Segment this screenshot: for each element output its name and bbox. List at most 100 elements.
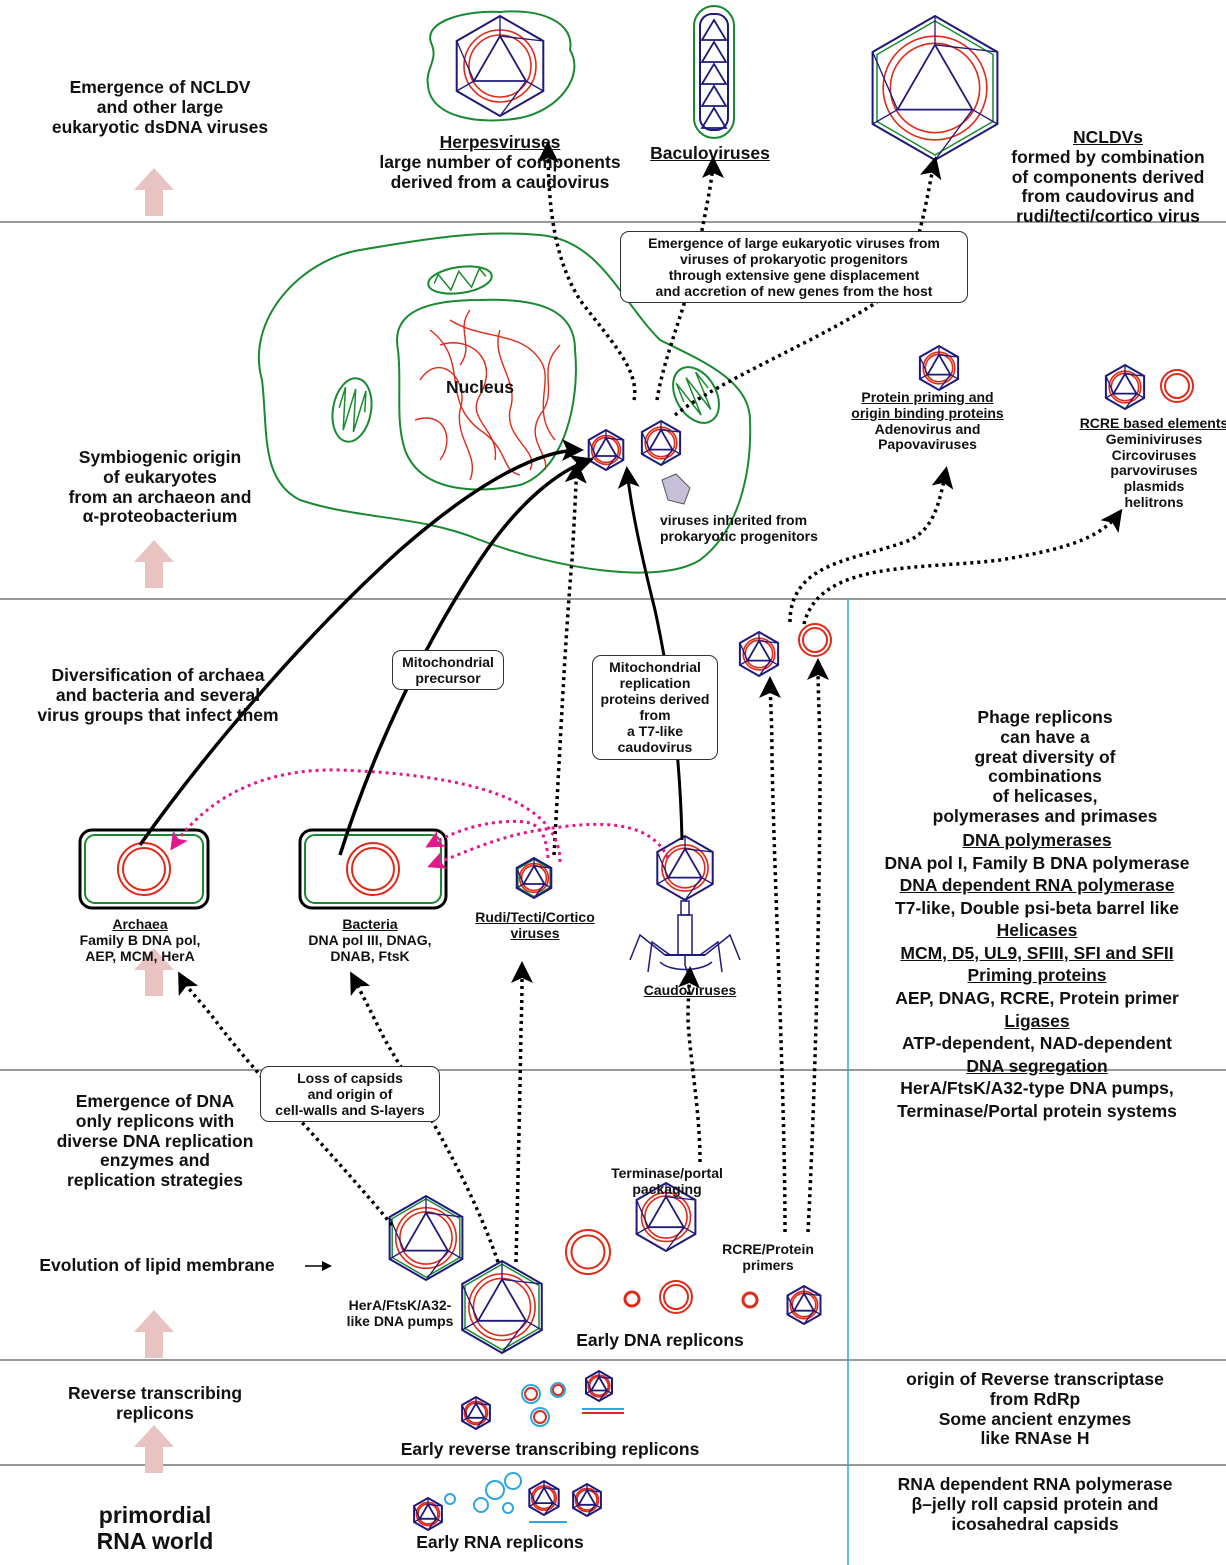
enzyme-line: AEP, DNAG, RCRE, Protein primer bbox=[895, 987, 1179, 1008]
capsid-edge bbox=[635, 1199, 649, 1228]
tail-fiber bbox=[684, 955, 691, 981]
dna-plasmid-icon bbox=[570, 1234, 606, 1270]
capsid-edge bbox=[641, 431, 651, 450]
capsid-edge bbox=[501, 1278, 542, 1285]
capsid-edge bbox=[684, 848, 713, 853]
rudi-to-bacteria-arrow bbox=[425, 819, 550, 859]
rna-ring-icon bbox=[473, 1497, 489, 1513]
rt-rna-ring bbox=[550, 1382, 566, 1398]
membrane-virus-icon bbox=[461, 1259, 543, 1355]
baculo-triangle bbox=[700, 40, 728, 63]
capsid-triangle bbox=[648, 427, 674, 451]
tail-fiber bbox=[647, 940, 671, 973]
stage-ncldv-label: Emergence of NCLDV and other large eukar… bbox=[51, 77, 269, 137]
capsid-edge bbox=[499, 35, 544, 42]
inherited-virus-icon bbox=[587, 428, 625, 472]
small-plasmid-icon bbox=[741, 1291, 759, 1309]
rt-rna-ring bbox=[530, 1407, 550, 1427]
stage-arrow bbox=[134, 1425, 174, 1473]
rcre-protein-primers-label: RCRE/Protein primers bbox=[722, 1241, 814, 1273]
capsid-edge bbox=[588, 439, 597, 457]
rna-ring-icon bbox=[444, 1493, 456, 1505]
capsid-triangle bbox=[466, 1401, 486, 1419]
chromosome bbox=[117, 842, 171, 896]
capsid-edge bbox=[499, 80, 527, 117]
hera-dna-pumps-label: HerA/FtsK/A32- like DNA pumps bbox=[346, 1297, 454, 1329]
bacteria-cell bbox=[298, 828, 448, 910]
capsid-edge bbox=[606, 1389, 613, 1395]
capsid-edge bbox=[528, 1502, 536, 1508]
caudo-to-bacteria-arrow bbox=[427, 822, 670, 869]
stage-arrow bbox=[134, 948, 174, 996]
capsid-edge bbox=[684, 877, 703, 901]
capsid-edge bbox=[605, 455, 617, 471]
rcre-elements-label: RCRE based elements Geminiviruses Circov… bbox=[1080, 415, 1226, 511]
mitochondrion-cristae bbox=[433, 267, 487, 292]
capsid-edge bbox=[803, 1310, 815, 1325]
capsid-triangle bbox=[589, 1375, 609, 1392]
stage-diversification-label: Diversification of archaea and bacteria … bbox=[37, 665, 279, 725]
mitochondrion-cristae bbox=[338, 386, 367, 433]
capsid-edge bbox=[528, 1489, 536, 1504]
capsid-edge bbox=[919, 374, 928, 380]
rna-virus-icon bbox=[413, 1496, 443, 1532]
capsid-edge bbox=[483, 1417, 491, 1422]
rcre-virus-icon bbox=[1104, 363, 1146, 411]
eukaryote-line-2: of eukaryotes bbox=[103, 466, 217, 487]
phage-replicon-plasmid-icon bbox=[798, 623, 832, 657]
capsid-edge bbox=[934, 109, 973, 161]
genome-ring bbox=[889, 42, 981, 134]
cell-wall bbox=[298, 828, 448, 910]
mito-precursor-callout: Mitochondrial precursor bbox=[392, 650, 504, 691]
capsid-edge bbox=[413, 1518, 421, 1523]
emergence-callout: Emergence of large eukaryotic viruses fr… bbox=[620, 231, 968, 304]
nucleus bbox=[395, 298, 577, 491]
herpesviruses-label: Herpesviruses large number of components… bbox=[340, 132, 660, 192]
rna-ring-icon bbox=[504, 1472, 522, 1490]
archaea-title: Archaea bbox=[112, 916, 168, 932]
capsid-edge bbox=[605, 437, 624, 441]
archaea-desc: Family B DNA pol, AEP, MCM, HerA bbox=[79, 931, 201, 964]
rna-ring-icon bbox=[485, 1480, 505, 1500]
genome-ring bbox=[742, 637, 776, 671]
herpesviruses-title: Herpesviruses bbox=[439, 132, 561, 152]
rna-enzymes-text: RNA dependent RNA polymerase β–jelly rol… bbox=[860, 1474, 1210, 1534]
genome-ring bbox=[518, 862, 550, 894]
phage-replicons-text: Phage replicons can have a great diversi… bbox=[932, 707, 1158, 826]
capsid-edge bbox=[872, 109, 898, 125]
rt-dna-ring bbox=[533, 1410, 547, 1424]
inherited-element-icon bbox=[661, 473, 691, 505]
inherited-virus-icon bbox=[640, 419, 682, 467]
rudi-tecti-cortico-label: Rudi/Tecti/Cortico viruses bbox=[475, 909, 595, 941]
chromatin-strand bbox=[459, 309, 471, 366]
capsid-edge bbox=[447, 1250, 463, 1260]
inherited-viruses-label: viruses inherited from prokaryotic proge… bbox=[660, 512, 818, 544]
eukaryotic-cell bbox=[257, 232, 752, 574]
rt-enzymes-text: origin of Reverse transcriptase from RdR… bbox=[906, 1369, 1164, 1449]
chromatin-strand bbox=[449, 319, 556, 441]
chromosome bbox=[351, 847, 395, 891]
capsid-edge bbox=[427, 1503, 442, 1507]
phage-replicon-virus-icon bbox=[738, 630, 780, 678]
terminase-portal-label: Terminase/portal packaging bbox=[611, 1165, 723, 1197]
genome-ring bbox=[922, 351, 956, 385]
capsid-edge bbox=[389, 1250, 405, 1260]
herpesvirus-icon bbox=[455, 14, 545, 118]
baculo-triangle bbox=[700, 18, 728, 41]
capsid-edge bbox=[461, 1320, 479, 1331]
capsid-edge bbox=[552, 1502, 560, 1508]
eukaryote-line-4: α-proteobacterium bbox=[82, 506, 238, 527]
rt-rna-ring bbox=[521, 1384, 541, 1404]
dna-plasmid-icon bbox=[663, 1284, 689, 1310]
enzyme-line: Helicases bbox=[996, 920, 1078, 941]
capsid-triangle bbox=[418, 1502, 438, 1520]
capsid-edge bbox=[672, 449, 681, 455]
membrane-layer bbox=[876, 20, 994, 156]
caudovirus-tail bbox=[629, 900, 741, 981]
enzyme-line: Ligases bbox=[1004, 1010, 1070, 1031]
capsid-edge bbox=[616, 455, 624, 461]
early-dna-replicons-label: Early DNA replicons bbox=[576, 1330, 744, 1350]
capsid-edge bbox=[461, 1283, 479, 1322]
baculovirus-icon bbox=[693, 5, 735, 139]
genome-ring bbox=[394, 1206, 458, 1270]
